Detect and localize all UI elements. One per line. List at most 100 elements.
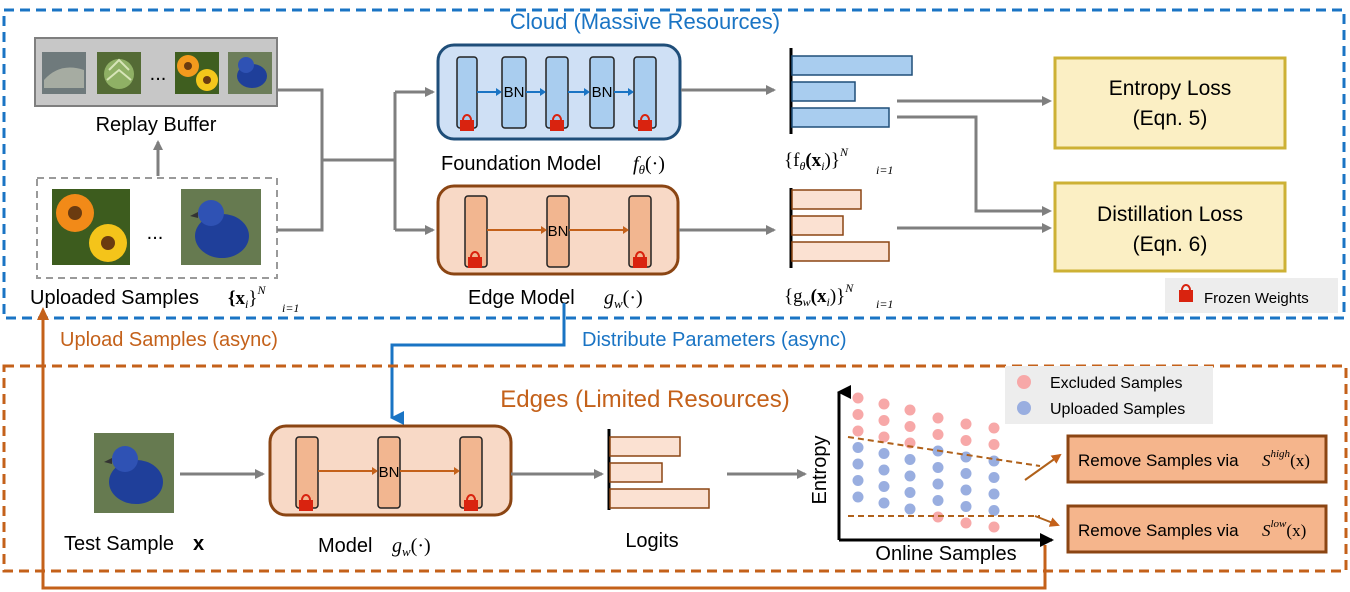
uploaded-sample-dot [852,442,864,453]
svg-text:Uploaded Samples: Uploaded Samples [30,287,199,309]
lock-icon [460,114,474,131]
logit-bar [609,462,663,483]
uploaded-sample-dot [904,487,916,498]
legend-uploaded-marker [1017,401,1031,415]
edge-output-bars [789,188,890,268]
uploaded-sample-dot [904,503,916,515]
uploaded-sample-dot [988,505,1000,516]
uploaded-sample-dot [852,475,864,486]
svg-text:fθ(·): fθ(·) [633,153,665,177]
svg-text:Model: Model [318,535,372,557]
uploaded-sample-dot [932,495,944,506]
input-connectors [277,88,397,232]
logit-bar [609,436,681,457]
excluded-sample-dot [878,415,890,426]
entropy-plot: Entropy Online Samples [809,385,1062,565]
frozen-weights-legend: Frozen Weights [1165,278,1338,313]
svg-text:Entropy Loss: Entropy Loss [1109,77,1232,100]
svg-text:Test Sample: Test Sample [64,533,174,555]
foundation-lock-icons [460,114,652,131]
excluded-sample-dot [960,418,972,430]
svg-text:x: x [193,533,204,555]
excluded-sample-dot [852,392,864,404]
replay-buffer: ... [34,37,278,107]
svg-text:{gw(xi)}N: {gw(xi)}N [784,281,854,309]
edges-region-border [2,364,1348,573]
logits-label: Logits [625,530,678,552]
excluded-sample-dot [878,431,890,443]
edge-model-caption: Edge Model gw(·) [468,287,643,311]
excluded-sample-dot [904,421,916,432]
legend-excluded-marker [1017,375,1031,389]
uploaded-sample-dot [988,488,1000,500]
entropy-loss-box: Entropy Loss (Eqn. 5) [1053,56,1287,150]
legend-excluded-label: Excluded Samples [1050,375,1183,392]
foundation-bn-1: BN [504,84,525,101]
foundation-output-bar [791,55,913,76]
uploaded-sample-dot [960,484,972,496]
uploaded-samples-caption: Uploaded Samples {xi}N i=1 [30,283,299,315]
edge-device-model: BN [268,424,513,517]
uploaded-sample-dot [878,464,890,476]
svg-text:(Eqn. 5): (Eqn. 5) [1133,107,1208,130]
svg-text:Foundation Model: Foundation Model [441,153,601,175]
edges-title: Edges (Limited Resources) [500,386,789,413]
svg-text:gw(·): gw(·) [604,287,643,311]
uploaded-sample-dot [960,501,972,512]
foundation-output-caption: {fθ(xi)}N i=1 [784,145,893,177]
excluded-sample-dot [904,404,916,416]
uploaded-ellipsis: ... [147,222,164,244]
excluded-sample-dot [904,437,916,449]
cloud-title: Cloud (Massive Resources) [510,9,780,34]
edge-output-bar [791,241,890,262]
lock-icon [633,251,647,268]
excluded-sample-dot [932,412,944,424]
lock-icon [299,494,313,511]
uploaded-sample-dot [852,458,864,470]
distribute-parameters-arrow [390,303,566,425]
foundation-model-caption: Foundation Model fθ(·) [441,153,665,177]
svg-text:(Eqn. 6): (Eqn. 6) [1133,233,1208,256]
svg-text:Edge Model: Edge Model [468,287,575,309]
plot-y-label: Entropy [809,436,831,505]
foundation-output-bar [791,81,856,102]
svg-text:Shigh(x): Shigh(x) [1262,448,1310,470]
svg-text:gw(·): gw(·) [392,535,431,559]
svg-text:Remove Samples via: Remove Samples via [1078,521,1239,540]
uploaded-sample-dot [904,454,916,465]
distillation-loss-box: Distillation Loss (Eqn. 6) [1053,181,1287,273]
uploaded-sample-dot [988,472,1000,483]
uploaded-image-bird [181,189,261,265]
edge-device-model-caption: Model gw(·) [318,535,431,559]
logit-bar [609,488,710,509]
foundation-bn-2: BN [592,84,613,101]
svg-text:Remove Samples via: Remove Samples via [1078,451,1239,470]
plot-x-label: Online Samples [875,543,1016,565]
replay-buffer-label: Replay Buffer [96,114,217,136]
uploaded-image-flowers [52,189,130,265]
distribute-parameters-link-label: Distribute Parameters (async) [582,329,847,351]
uploaded-sample-dot [960,451,972,463]
uploaded-sample-dot [878,497,890,509]
foundation-model: BN BN [436,43,682,141]
excluded-sample-dot [988,439,1000,450]
foundation-output-bar [791,107,890,128]
lock-icon [550,114,564,131]
legend-uploaded-label: Uploaded Samples [1050,401,1185,418]
upload-samples-link-label: Upload Samples (async) [60,329,278,351]
lock-icon [468,251,482,268]
replay-image-bird [228,52,272,94]
svg-text:i=1: i=1 [282,301,299,315]
excluded-sample-dot [960,517,972,529]
test-sample-caption: Test Sample x [64,533,204,555]
edge-output-caption: {gw(xi)}N i=1 [784,281,893,311]
excluded-sample-dot [932,429,944,440]
foundation-output-bars [789,48,913,134]
uploaded-sample-dot [852,491,864,503]
svg-text:Slow(x): Slow(x) [1262,518,1306,540]
excluded-sample-dot [988,422,1000,434]
replay-image-lizard [42,52,86,94]
edge-device-model-bn: BN [379,464,400,481]
